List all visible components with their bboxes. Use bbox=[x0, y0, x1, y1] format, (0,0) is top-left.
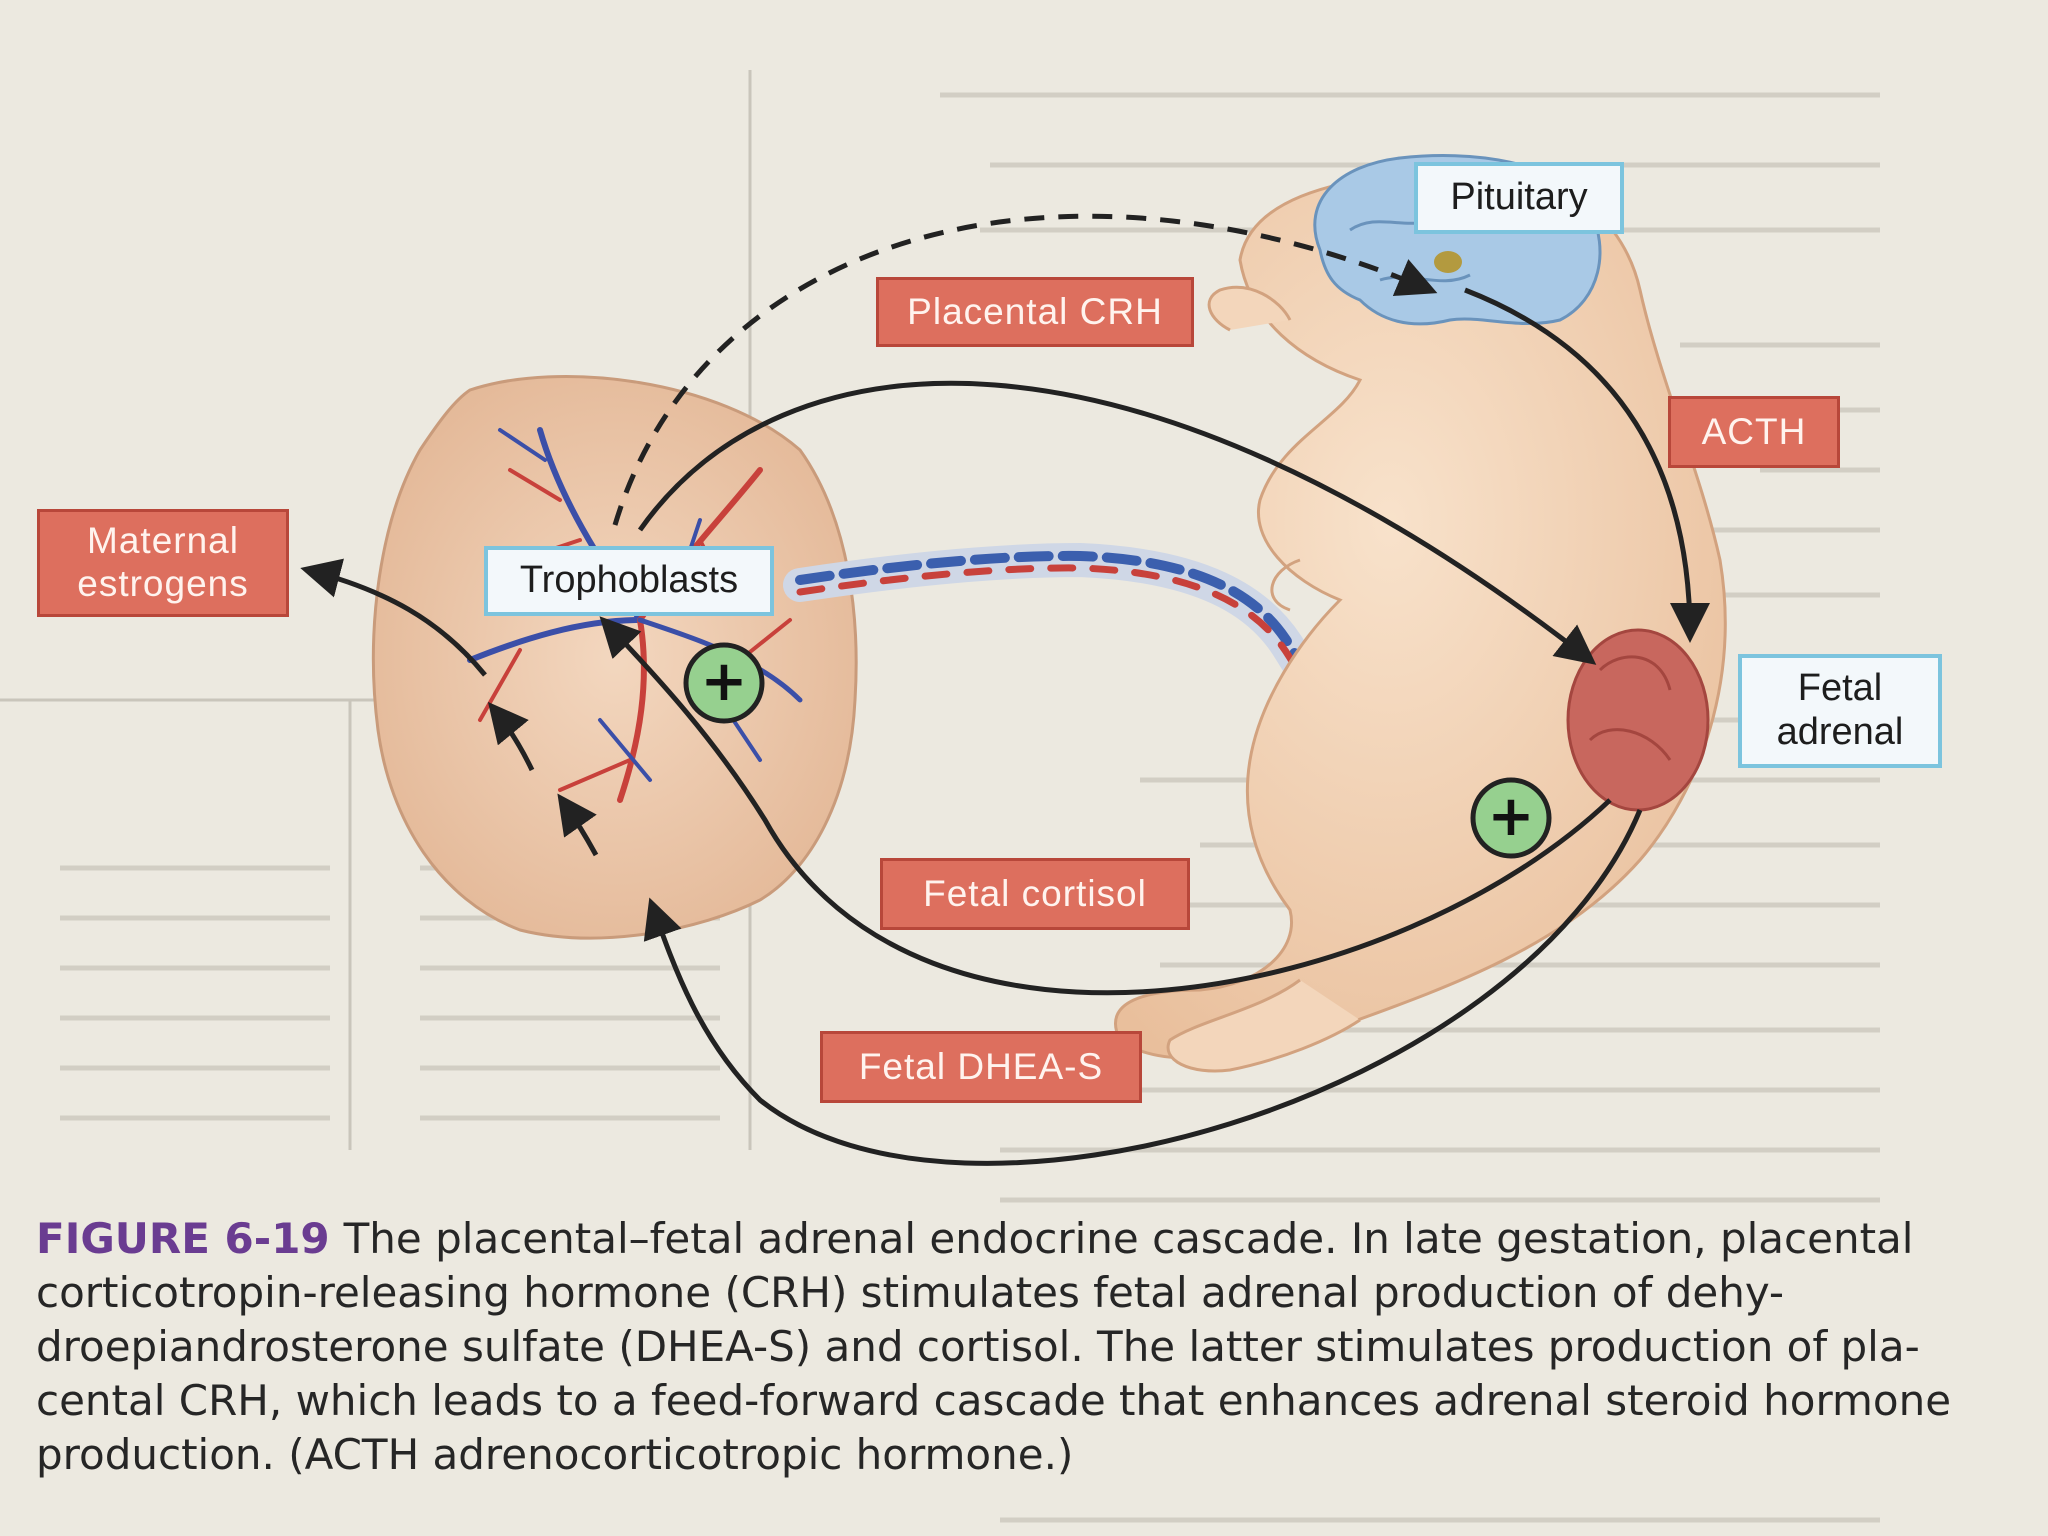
arrow-placenta-to-estrogens bbox=[300, 558, 487, 677]
arrow-adrenal-to-placenta-dhea-s bbox=[643, 809, 1643, 1166]
fetal-adrenal-line1: Fetal bbox=[1797, 667, 1883, 710]
positive-feedback-adrenal: + bbox=[1470, 777, 1552, 859]
label-pituitary: Pituitary bbox=[1414, 162, 1624, 234]
fetal-dhea-s-text: Fetal DHEA-S bbox=[858, 1045, 1104, 1087]
arrow-short-2 bbox=[557, 793, 599, 857]
acth-text: ACTH bbox=[1701, 410, 1807, 452]
pituitary-gland bbox=[1434, 251, 1462, 273]
plus-sign: + bbox=[701, 649, 748, 714]
placental-crh-text: Placental CRH bbox=[907, 290, 1163, 332]
label-acth: ACTH bbox=[1668, 396, 1840, 468]
plus-sign: + bbox=[1488, 784, 1535, 849]
positive-feedback-placenta: + bbox=[683, 642, 765, 724]
fetal-cortisol-text: Fetal cortisol bbox=[923, 872, 1147, 914]
figure-label: FIGURE 6-19 bbox=[36, 1214, 330, 1263]
arrow-pituitary-to-adrenal-acth bbox=[1464, 287, 1710, 643]
label-placental-crh: Placental CRH bbox=[876, 277, 1194, 347]
arrow-short-1 bbox=[487, 701, 535, 772]
pituitary-text: Pituitary bbox=[1450, 176, 1588, 219]
arrow-trophoblasts-to-pituitary bbox=[612, 213, 1438, 526]
label-fetal-adrenal: Fetal adrenal bbox=[1738, 654, 1942, 768]
trophoblasts-text: Trophoblasts bbox=[519, 559, 739, 602]
caption-text: The placental–fetal adrenal endocrine ca… bbox=[36, 1214, 1952, 1479]
maternal-estrogens-line1: Maternal bbox=[87, 520, 239, 562]
fetal-adrenal-line2: adrenal bbox=[1776, 711, 1904, 753]
label-trophoblasts: Trophoblasts bbox=[484, 546, 774, 616]
label-maternal-estrogens: Maternal estrogens bbox=[37, 509, 289, 617]
maternal-estrogens-line2: estrogens bbox=[77, 563, 249, 604]
label-fetal-dhea-s: Fetal DHEA-S bbox=[820, 1031, 1142, 1103]
label-fetal-cortisol: Fetal cortisol bbox=[880, 858, 1190, 930]
arrow-adrenal-to-trophoblasts-cortisol bbox=[599, 616, 1612, 996]
arrow-trophoblasts-to-adrenal-crh bbox=[637, 380, 1597, 665]
